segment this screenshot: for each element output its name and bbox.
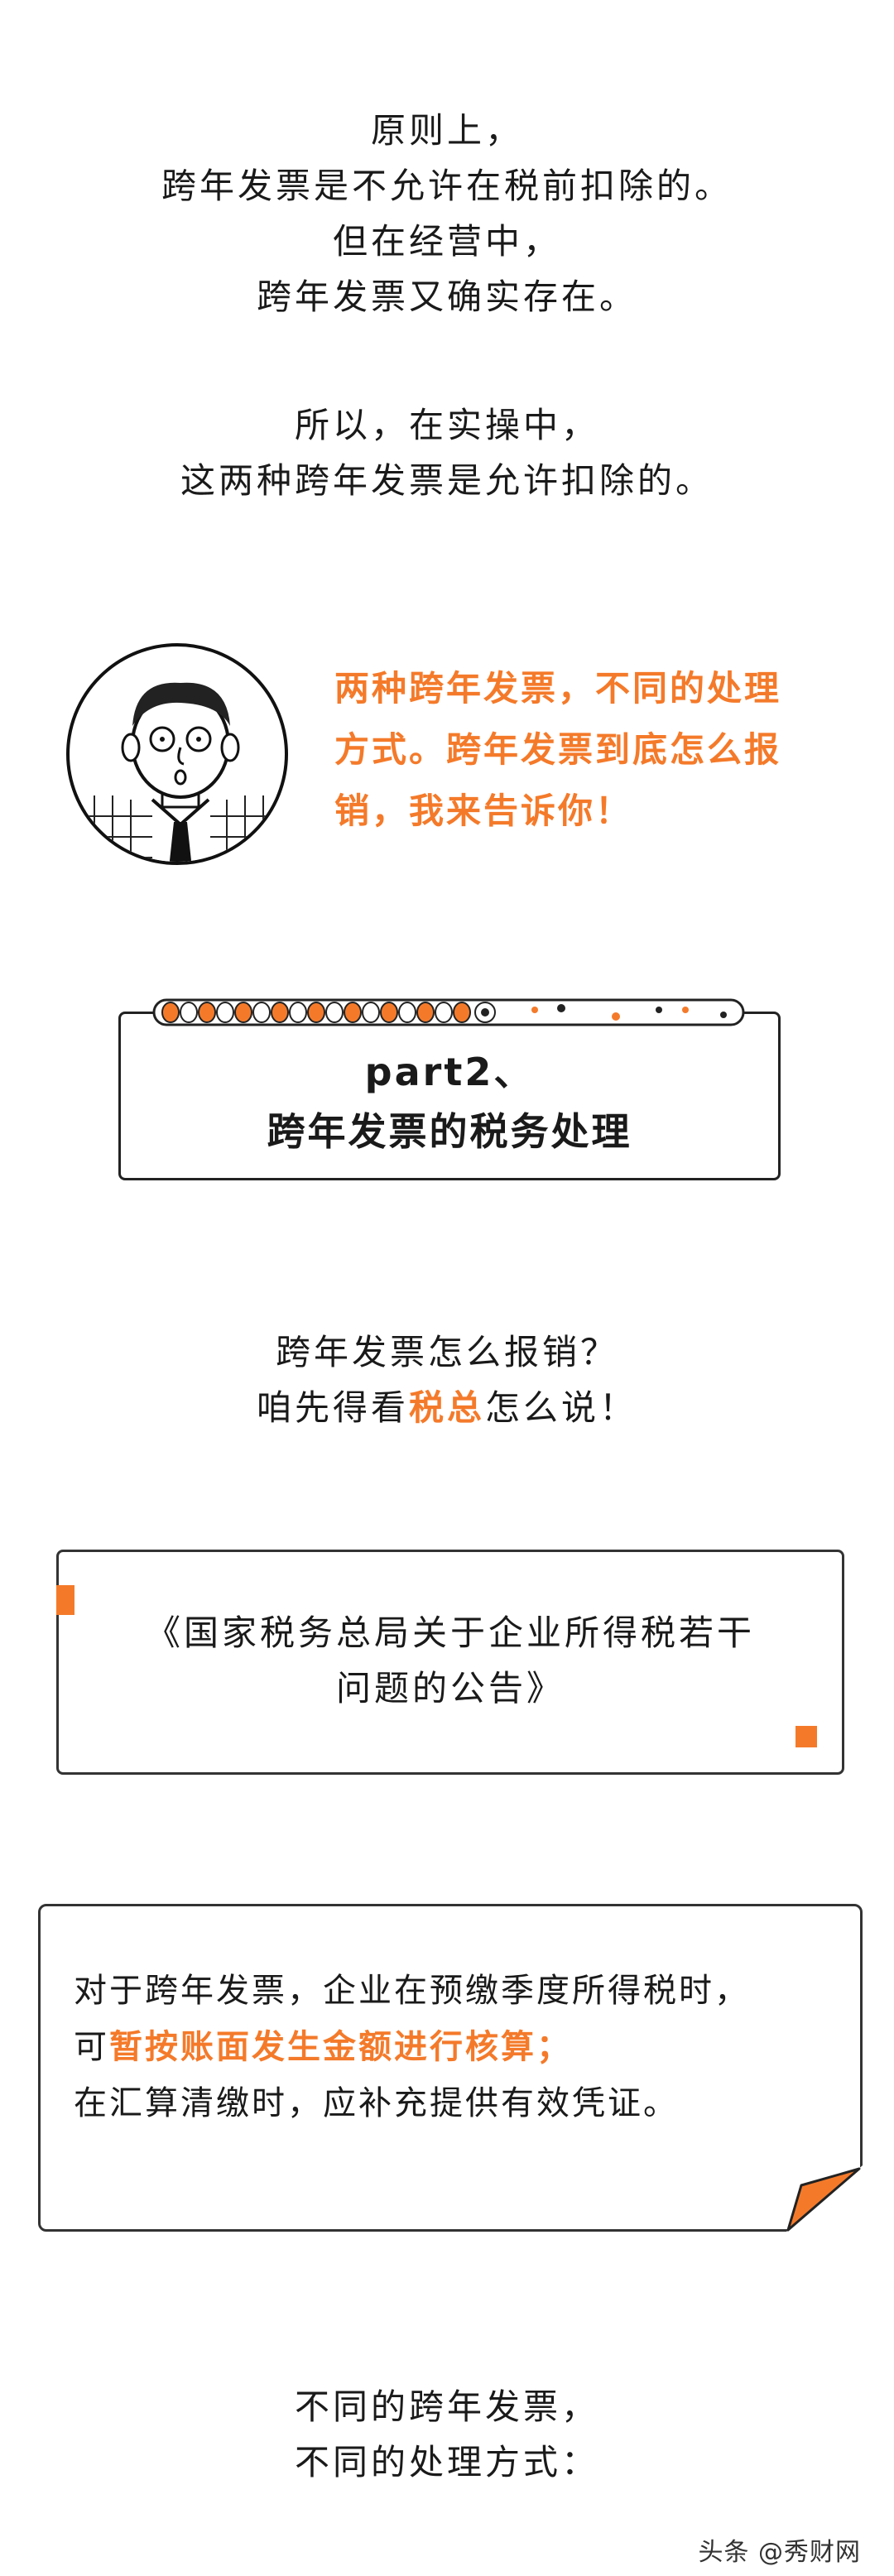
text-line: 跨年发票又确实存在。 (256, 276, 637, 317)
question-line-2: 咱先得看税总怎么说！ (0, 1380, 894, 1435)
text-line: 原则上， (370, 110, 523, 151)
corner-accent (56, 1585, 74, 1615)
speech-line: 方式。跨年发票到底怎么报 (334, 729, 782, 770)
rule-line-2: 可暂按账面发生金额进行核算； (74, 2019, 750, 2075)
text-line: 这两种跨年发票是允许扣除的。 (180, 460, 714, 501)
announcement-title-line: 问题的公告》 (335, 1668, 565, 1709)
rule-line: 在汇算清缴时，应补充提供有效凭证。 (74, 2084, 679, 2122)
text-line: 不同的跨年发票， (294, 2386, 599, 2427)
text-segment: 怎么说！ (485, 1387, 638, 1428)
highlight-text: 暂按账面发生金额进行核算； (109, 2028, 572, 2066)
closing-paragraph: 不同的跨年发票， 不同的处理方式： (0, 2379, 894, 2490)
rule-line: 对于跨年发票，企业在预缴季度所得税时， (74, 1972, 750, 2010)
text-segment: 可 (74, 2028, 109, 2066)
text-segment: 咱先得看 (256, 1387, 409, 1428)
section-number: part2、 (364, 1050, 535, 1094)
highlight-text: 税总 (408, 1387, 485, 1428)
rule-box: 对于跨年发票，企业在预缴季度所得税时， 可暂按账面发生金额进行核算； 在汇算清缴… (38, 1904, 863, 2232)
question-line: 跨年发票怎么报销？ (275, 1332, 618, 1372)
bead-strip-decoration (152, 998, 745, 1026)
text-line: 但在经营中， (332, 221, 561, 262)
watermark: 头条 @秀财网 (698, 2538, 861, 2567)
text-line: 跨年发票是不允许在税前扣除的。 (161, 166, 733, 206)
section-heading-box: part2、 跨年发票的税务处理 (118, 1012, 781, 1180)
text-line: 所以，在实操中， (294, 405, 599, 445)
speech-line: 两种跨年发票，不同的处理 (334, 668, 782, 709)
text-line: 不同的处理方式： (294, 2442, 599, 2482)
question-paragraph: 跨年发票怎么报销？ 咱先得看税总怎么说！ (0, 1324, 894, 1435)
announcement-title-line: 《国家税务总局关于企业所得税若干 (145, 1612, 755, 1653)
cartoon-avatar (66, 643, 288, 865)
speech-line: 销，我来告诉你！ (334, 791, 633, 831)
speech-text: 两种跨年发票，不同的处理 方式。跨年发票到底怎么报 销，我来告诉你！ (334, 658, 848, 842)
section-title: 跨年发票的税务处理 (267, 1109, 632, 1154)
intro-paragraph: 原则上， 跨年发票是不允许在税前扣除的。 但在经营中， 跨年发票又确实存在。 (0, 103, 894, 324)
page-fold-icon (786, 2165, 863, 2232)
corner-accent (795, 1726, 817, 1747)
announcement-box: 《国家税务总局关于企业所得税若干 问题的公告》 (56, 1550, 844, 1775)
cartoon-man-icon (86, 682, 276, 862)
intro-paragraph-2: 所以，在实操中， 这两种跨年发票是允许扣除的。 (0, 397, 894, 508)
